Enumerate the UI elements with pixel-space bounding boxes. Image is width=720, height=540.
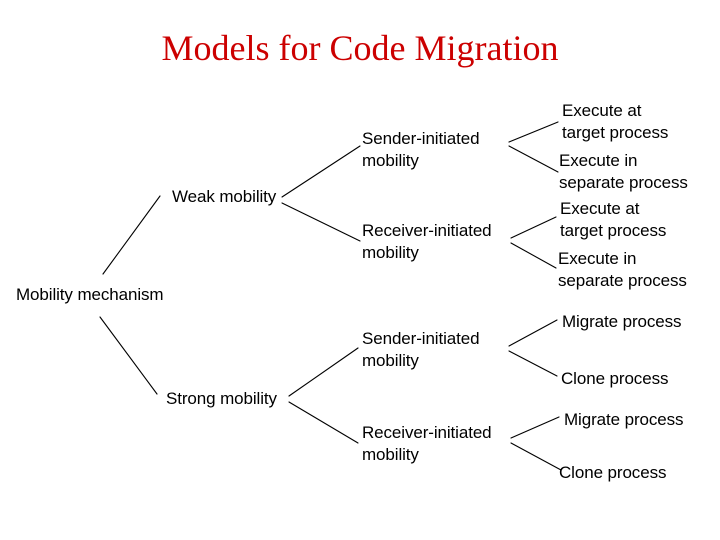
leaf-clone-process-2: Clone process	[559, 463, 667, 482]
page-title: Models for Code Migration	[161, 28, 559, 68]
node-strong-mobility: Strong mobility	[166, 389, 277, 408]
node-weak-receiver-initiated-mobility: Receiver-initiated mobility	[362, 221, 492, 262]
edge-strong-to-receiver	[288, 401, 359, 444]
node-weak-mobility: Weak mobility	[172, 187, 277, 206]
leaf-execute-in-separate-process-1: Execute in separate process	[559, 151, 688, 192]
leaf-migrate-process-1: Migrate process	[562, 312, 682, 331]
edge-root-to-weak	[102, 195, 161, 275]
node-root-mobility-mechanism: Mobility mechanism	[16, 285, 164, 304]
edge-receiver-strong-to-leaf8	[510, 442, 562, 471]
edge-root-to-strong	[99, 316, 158, 395]
edge-receiver-weak-to-leaf3	[510, 216, 557, 239]
leaf-execute-at-target-process-2: Execute at target process	[560, 199, 667, 240]
edge-receiver-weak-to-leaf4	[510, 242, 557, 269]
node-strong-receiver-initiated-mobility: Receiver-initiated mobility	[362, 423, 492, 464]
node-strong-sender-initiated-mobility: Sender-initiated mobility	[362, 329, 480, 370]
leaf-clone-process-1: Clone process	[561, 369, 669, 388]
edge-weak-to-sender	[281, 145, 361, 198]
leaf-execute-in-separate-process-2: Execute in separate process	[558, 249, 687, 290]
edge-weak-to-receiver	[281, 202, 361, 242]
edge-strong-to-sender	[288, 347, 359, 397]
edge-receiver-strong-to-leaf7	[510, 416, 560, 439]
edge-sender-strong-to-leaf5	[508, 319, 558, 347]
node-weak-sender-initiated-mobility: Sender-initiated mobility	[362, 129, 480, 170]
edge-sender-weak-to-leaf1	[508, 121, 559, 143]
edge-sender-weak-to-leaf2	[508, 145, 559, 173]
edge-sender-strong-to-leaf6	[508, 350, 558, 377]
leaf-execute-at-target-process-1: Execute at target process	[562, 101, 669, 142]
leaf-migrate-process-2: Migrate process	[564, 410, 684, 429]
